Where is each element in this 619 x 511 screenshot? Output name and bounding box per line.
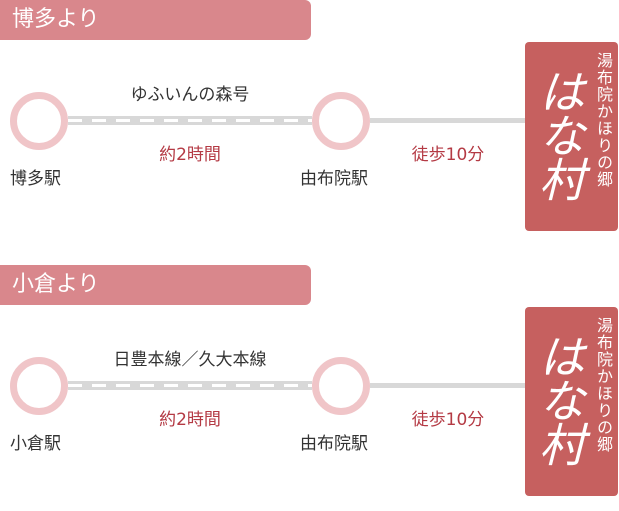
transfer-station-label: 由布院駅 (300, 169, 368, 189)
origin-station-label: 小倉駅 (10, 434, 61, 454)
train-line-name: 日豊本線／久大本線 (113, 350, 267, 370)
transfer-station-marker (312, 357, 370, 415)
section-header: 博多より (0, 0, 311, 40)
destination-name: はな村 (532, 68, 586, 200)
destination-subtitle: 湯布院かほりの郷 (594, 317, 613, 453)
walking-route-line (370, 118, 526, 123)
origin-station-label: 博多駅 (10, 169, 61, 189)
destination-subtitle: 湯布院かほりの郷 (594, 52, 613, 188)
walking-route-line (370, 383, 526, 388)
walk-duration: 徒歩10分 (411, 410, 485, 430)
train-line-name: ゆふいんの森号 (130, 85, 250, 105)
destination-name: はな村 (532, 333, 586, 465)
walk-duration: 徒歩10分 (411, 145, 485, 165)
train-route-line (68, 381, 312, 390)
train-duration: 約2時間 (159, 410, 221, 430)
train-route-line (68, 116, 312, 125)
section-header: 小倉より (0, 265, 311, 305)
destination-box: 湯布院かほりの郷 はな村 (525, 307, 618, 496)
origin-station-marker (10, 357, 68, 415)
route-section-hakata: 博多より ゆふいんの森号 約2時間 徒歩10分 博多駅 由布院駅 湯布院かほりの… (0, 0, 619, 240)
transfer-station-marker (312, 92, 370, 150)
train-duration: 約2時間 (159, 145, 221, 165)
destination-box: 湯布院かほりの郷 はな村 (525, 42, 618, 231)
origin-station-marker (10, 92, 68, 150)
route-section-kokura: 小倉より 日豊本線／久大本線 約2時間 徒歩10分 小倉駅 由布院駅 湯布院かほ… (0, 265, 619, 505)
transfer-station-label: 由布院駅 (300, 434, 368, 454)
